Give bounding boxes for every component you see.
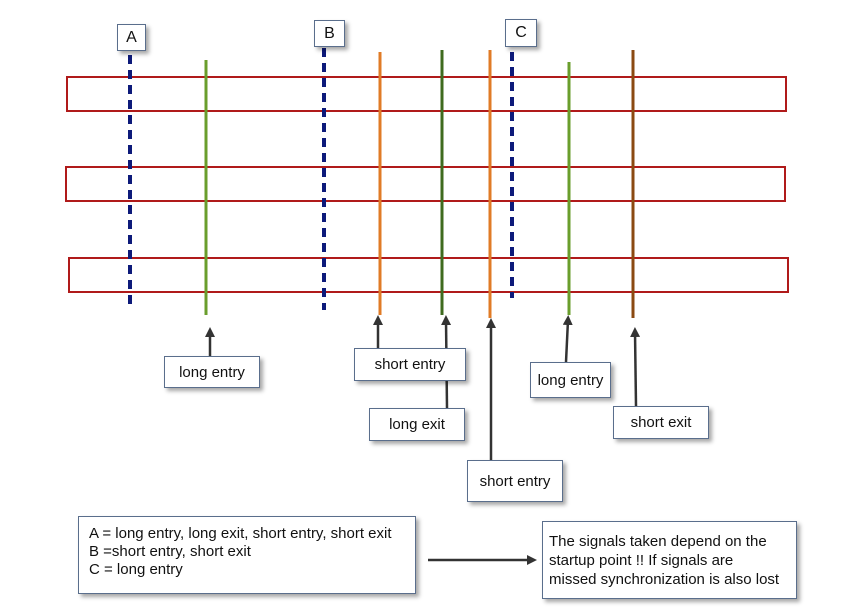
marker-a: A <box>117 24 146 51</box>
note-line-2: startup point !! If signals are <box>549 552 734 569</box>
note-box: The signals taken depend on the startup … <box>542 521 797 599</box>
label-long-entry-1: long entry <box>164 356 260 388</box>
note-line-3: missed synchronization is also lost <box>549 571 780 588</box>
marker-b: B <box>314 20 345 47</box>
label-long-exit: long exit <box>369 408 465 441</box>
legend-box: A = long entry, long exit, short entry, … <box>78 516 416 594</box>
label-short-exit: short exit <box>613 406 709 439</box>
bar-top <box>66 76 787 112</box>
bar-middle <box>65 166 786 202</box>
label-long-entry-2: long entry <box>530 362 611 398</box>
legend-line-b: B =short entry, short exit <box>89 543 251 560</box>
arrow-long-entry-2 <box>562 315 573 363</box>
label-short-entry-1: short entry <box>354 348 466 381</box>
arrow-short-exit <box>630 327 641 407</box>
bar-bottom <box>68 257 789 293</box>
label-short-entry-2: short entry <box>467 460 563 502</box>
note-line-1: The signals taken depend on the <box>549 533 767 550</box>
legend-line-c: C = long entry <box>89 561 183 578</box>
marker-c: C <box>505 19 537 47</box>
legend-line-a: A = long entry, long exit, short entry, … <box>89 525 392 542</box>
